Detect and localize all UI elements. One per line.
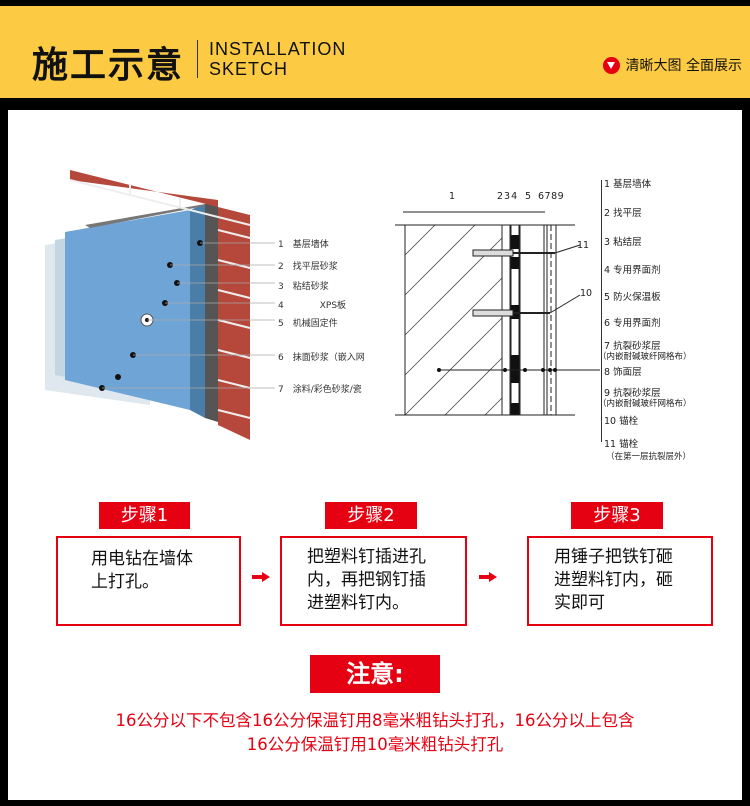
legend-10: 10 锚栓	[604, 416, 639, 427]
title-english: INSTALLATION SKETCH	[209, 39, 346, 79]
dim-2-4: 234	[497, 191, 519, 202]
legend-9-note: （内嵌耐碱玻纤网格布）	[598, 399, 692, 409]
insulation-board	[519, 224, 545, 416]
anchor-11	[472, 249, 514, 257]
step-2-line-2: 内，再把钢钉插	[307, 570, 426, 590]
note-line-1: 16公分以下不包含16公分保温钉用8毫米粗钻头打孔，16公分以上包含	[115, 711, 635, 730]
legend-9: 9 抗裂砂浆层	[604, 388, 661, 399]
legend-8: 8 饰面层	[604, 367, 642, 378]
note-line-2: 16公分保温钉用10毫米粗钻头打孔	[246, 735, 504, 754]
legend-11-note: （在第一层抗裂层外）	[606, 452, 692, 462]
step-2-tag: 步骤2	[325, 502, 417, 529]
arrow-right-icon	[252, 572, 270, 582]
layer-bonding	[85, 204, 210, 228]
dim-1: 1	[449, 191, 456, 202]
wall-label-3: 3 粘结砂浆	[278, 282, 329, 292]
header-banner: 施工示意 INSTALLATION SKETCH 清晰大图 全面展示	[0, 6, 750, 98]
wall-layers-illustration	[45, 170, 275, 440]
wall-label-7: 7 涂料/彩色砂浆/瓷	[278, 385, 362, 395]
legend-4: 4 专用界面剂	[604, 265, 661, 276]
legend-5: 5 防火保温板	[604, 292, 661, 303]
layer-xps-board	[65, 210, 190, 410]
step-3-line-3: 实即可	[554, 593, 605, 613]
section-drawing	[395, 211, 600, 416]
callout-11: 11	[577, 240, 590, 251]
step-1-tag: 步骤1	[99, 502, 190, 529]
step-3-line-1: 用锤子把铁钉砸	[554, 547, 673, 567]
step-2-box: 把塑料钉插进孔 内，再把钢钉插 进塑料钉内。	[280, 536, 467, 626]
legend-3: 3 粘结层	[604, 237, 642, 248]
layer-leveling	[205, 200, 218, 422]
wall-label-2: 2 找平层砂浆	[278, 262, 338, 272]
base-wall	[404, 224, 503, 416]
step-3-tag: 步骤3	[571, 502, 663, 529]
title-english-line-2: SKETCH	[209, 59, 289, 79]
dim-5: 5	[525, 191, 532, 202]
wall-label-5: 5 机械固定件	[278, 319, 338, 329]
down-triangle-icon	[602, 56, 620, 74]
arrow-right-icon	[479, 572, 497, 582]
title-english-line-1: INSTALLATION	[209, 39, 347, 59]
legend-7-note: （内嵌耐碱玻纤网格布）	[598, 352, 692, 362]
step-3-line-2: 进塑料钉内，砸	[554, 570, 673, 590]
title-chinese: 施工示意	[32, 44, 185, 86]
legend-11: 11 锚栓	[604, 439, 639, 450]
legend-1: 1 基层墙体	[604, 179, 652, 190]
step-1-line-2: 上打孔。	[91, 572, 159, 592]
step-1-line-1: 用电钻在墙体	[91, 549, 193, 569]
legend-6: 6 专用界面剂	[604, 318, 661, 329]
wall-label-1: 1 基层墙体	[278, 240, 329, 250]
anchor-10	[472, 309, 514, 317]
title-divider	[197, 40, 198, 78]
wall-label-6: 6 抹面砂浆（嵌入网	[278, 353, 365, 363]
view-large-image-text: 清晰大图 全面展示	[625, 58, 742, 74]
legend-2: 2 找平层	[604, 208, 642, 219]
legend-bracket	[601, 180, 602, 442]
layer-xps-edge	[190, 204, 205, 418]
callout-10: 10	[580, 288, 593, 299]
step-2-line-1: 把塑料钉插进孔	[307, 547, 426, 567]
step-3-box: 用锤子把铁钉砸 进塑料钉内，砸 实即可	[527, 536, 713, 626]
legend-7: 7 抗裂砂浆层	[604, 341, 661, 352]
wall-label-4: 4 XPS板	[278, 301, 347, 311]
view-large-image-link[interactable]: 清晰大图 全面展示	[602, 55, 742, 75]
step-1-box: 用电钻在墙体 上打孔。	[56, 536, 241, 626]
step-2-line-3: 进塑料钉内。	[307, 593, 409, 613]
dim-6-9: 6789	[538, 191, 565, 202]
note-tag: 注意:	[310, 655, 440, 693]
